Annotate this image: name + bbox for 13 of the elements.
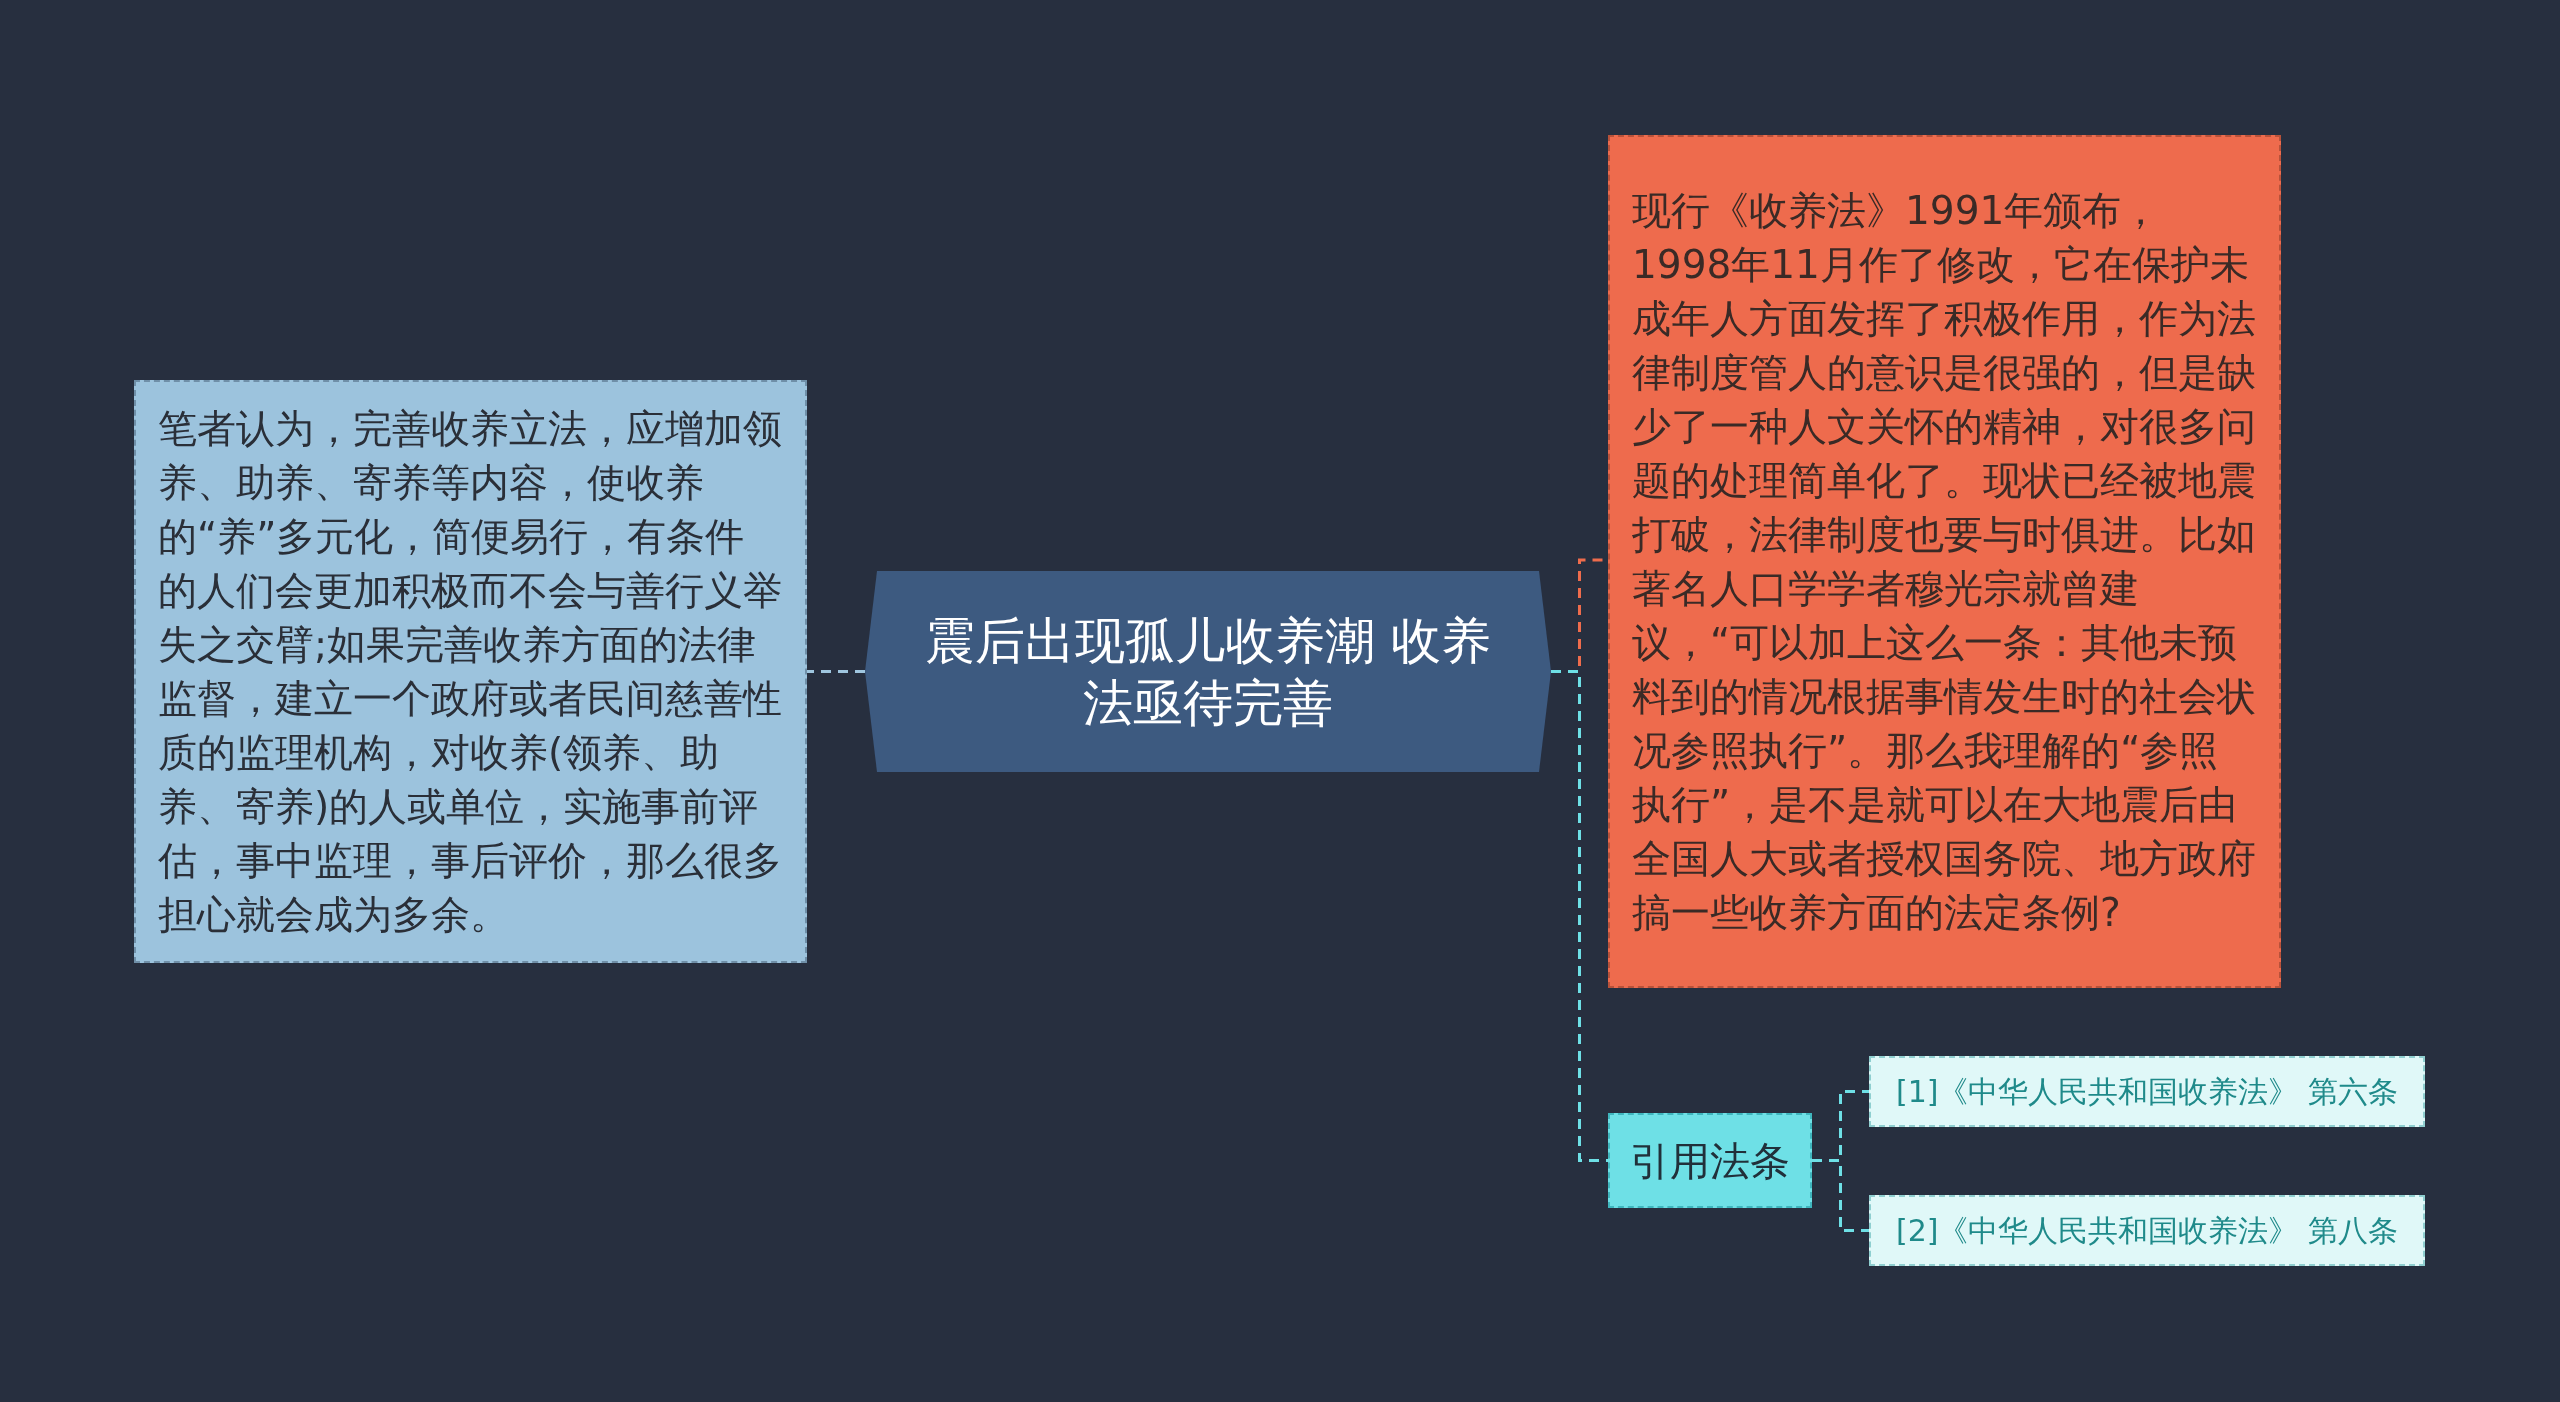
reference-text: [2]《中华人民共和国收养法》 第八条 (1896, 1211, 2398, 1250)
topic-label: 引用法条 (1630, 1136, 1790, 1186)
connector-line (1812, 1159, 1869, 1232)
note-text: 笔者认为，完善收养立法，应增加领养、助养、寄养等内容，使收养的“养”多元化，简便易行，有条件的人们会更加积极而不会与善行义举失之交臂;如果完善收养方面的法律监督，建立一个政府或者民间慈善性质的监理机构，对收养(领养、助养、寄养)的人或单位，实施事前评估，事中监理，事后评价，那么很多担心就会成为多余。 (158, 404, 783, 939)
note-card (1608, 135, 2281, 988)
topic-title: 震后出现孤儿收养潮 收养法亟待完善 (925, 610, 1491, 734)
connector-line (1551, 670, 1608, 1162)
reference-box (1869, 1195, 2425, 1266)
connector-line (807, 670, 865, 673)
reference-text: [1]《中华人民共和国收养法》 第六条 (1896, 1072, 2398, 1111)
note-text: 现行《收养法》1991年颁布，1998年11月作了修改，它在保护未成年人方面发挥了积极作用，作为法律制度管人的意识是很强的，但是缺少了一种人文关怀的精神，对很多问题的处理简单化了。现状已经被地震打破，法律制度也要与时俱进。比如著名人口学学者穆光宗就曾建议，“可以加上这么一条：其他未预料到的情况根据事情发生时的社会状况参照执行”。那么我理解的“参照执行”，是不是就可以在大地震后由全国人大或者授权国务院、地方政府搞一些收养方面的法定条例? (1632, 186, 2257, 937)
reference-box (1869, 1056, 2425, 1127)
topic-box (1608, 1113, 1812, 1208)
